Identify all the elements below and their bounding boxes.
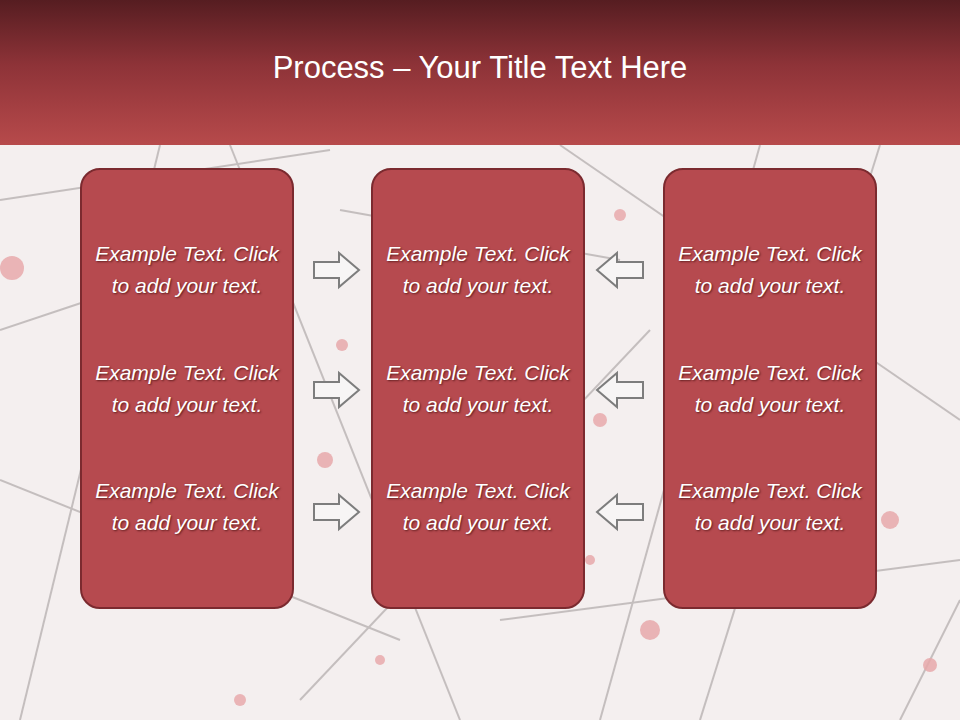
process-box: Example Text. Click to add your text. Exa…	[80, 168, 294, 609]
box-text: Example Text. Click to add your text.	[385, 357, 571, 421]
block-arrow	[314, 253, 359, 287]
block-arrow	[314, 373, 359, 407]
block-arrow	[314, 495, 359, 529]
slide-title: Process – Your Title Text Here	[0, 50, 960, 86]
block-arrow	[597, 495, 643, 529]
block-arrow	[597, 253, 643, 287]
process-box: Example Text. Click to add your text. Exa…	[663, 168, 877, 609]
process-box: Example Text. Click to add your text. Exa…	[371, 168, 585, 609]
box-text: Example Text. Click to add your text.	[677, 238, 863, 302]
box-text: Example Text. Click to add your text.	[385, 238, 571, 302]
box-text: Example Text. Click to add your text.	[385, 475, 571, 539]
box-text: Example Text. Click to add your text.	[677, 357, 863, 421]
box-text: Example Text. Click to add your text.	[94, 475, 280, 539]
box-text: Example Text. Click to add your text.	[94, 238, 280, 302]
block-arrow	[597, 373, 643, 407]
box-text: Example Text. Click to add your text.	[94, 357, 280, 421]
box-text: Example Text. Click to add your text.	[677, 475, 863, 539]
